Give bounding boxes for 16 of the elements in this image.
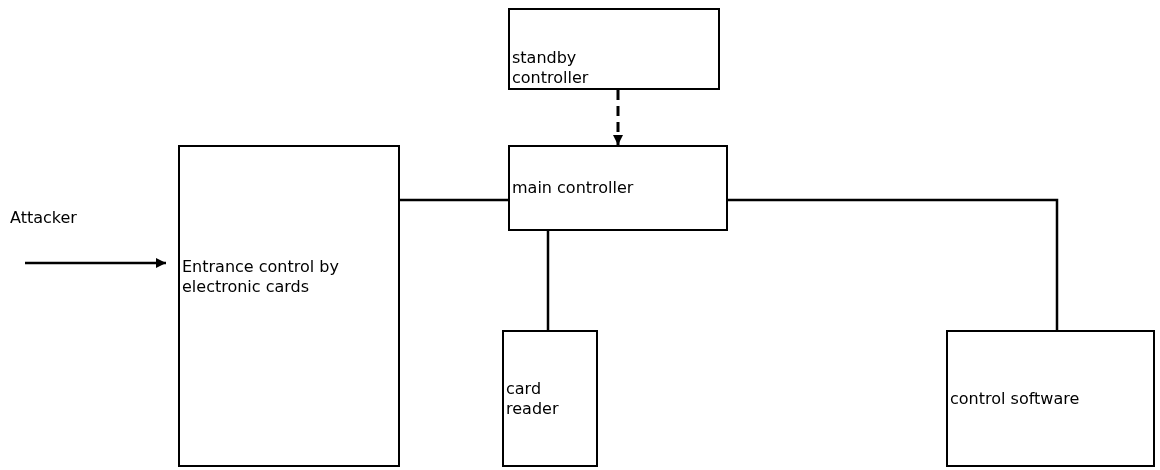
process-box [502,330,598,467]
actor-label: Attacker [10,208,77,227]
process-box [946,330,1155,467]
connector-line [546,231,550,330]
node-label: main controller [511,178,635,198]
node-label: control software [949,388,1081,409]
process-box [178,145,400,467]
process-box [508,145,728,231]
process-box [508,8,720,90]
connector-line [613,90,623,145]
node-label: Entrance control by electronic cards [181,257,340,297]
connector-line [400,198,508,202]
node-label: standby controller [511,48,590,88]
connector-line [728,198,1059,330]
node-label: card reader [505,378,560,419]
arrow [25,258,166,268]
